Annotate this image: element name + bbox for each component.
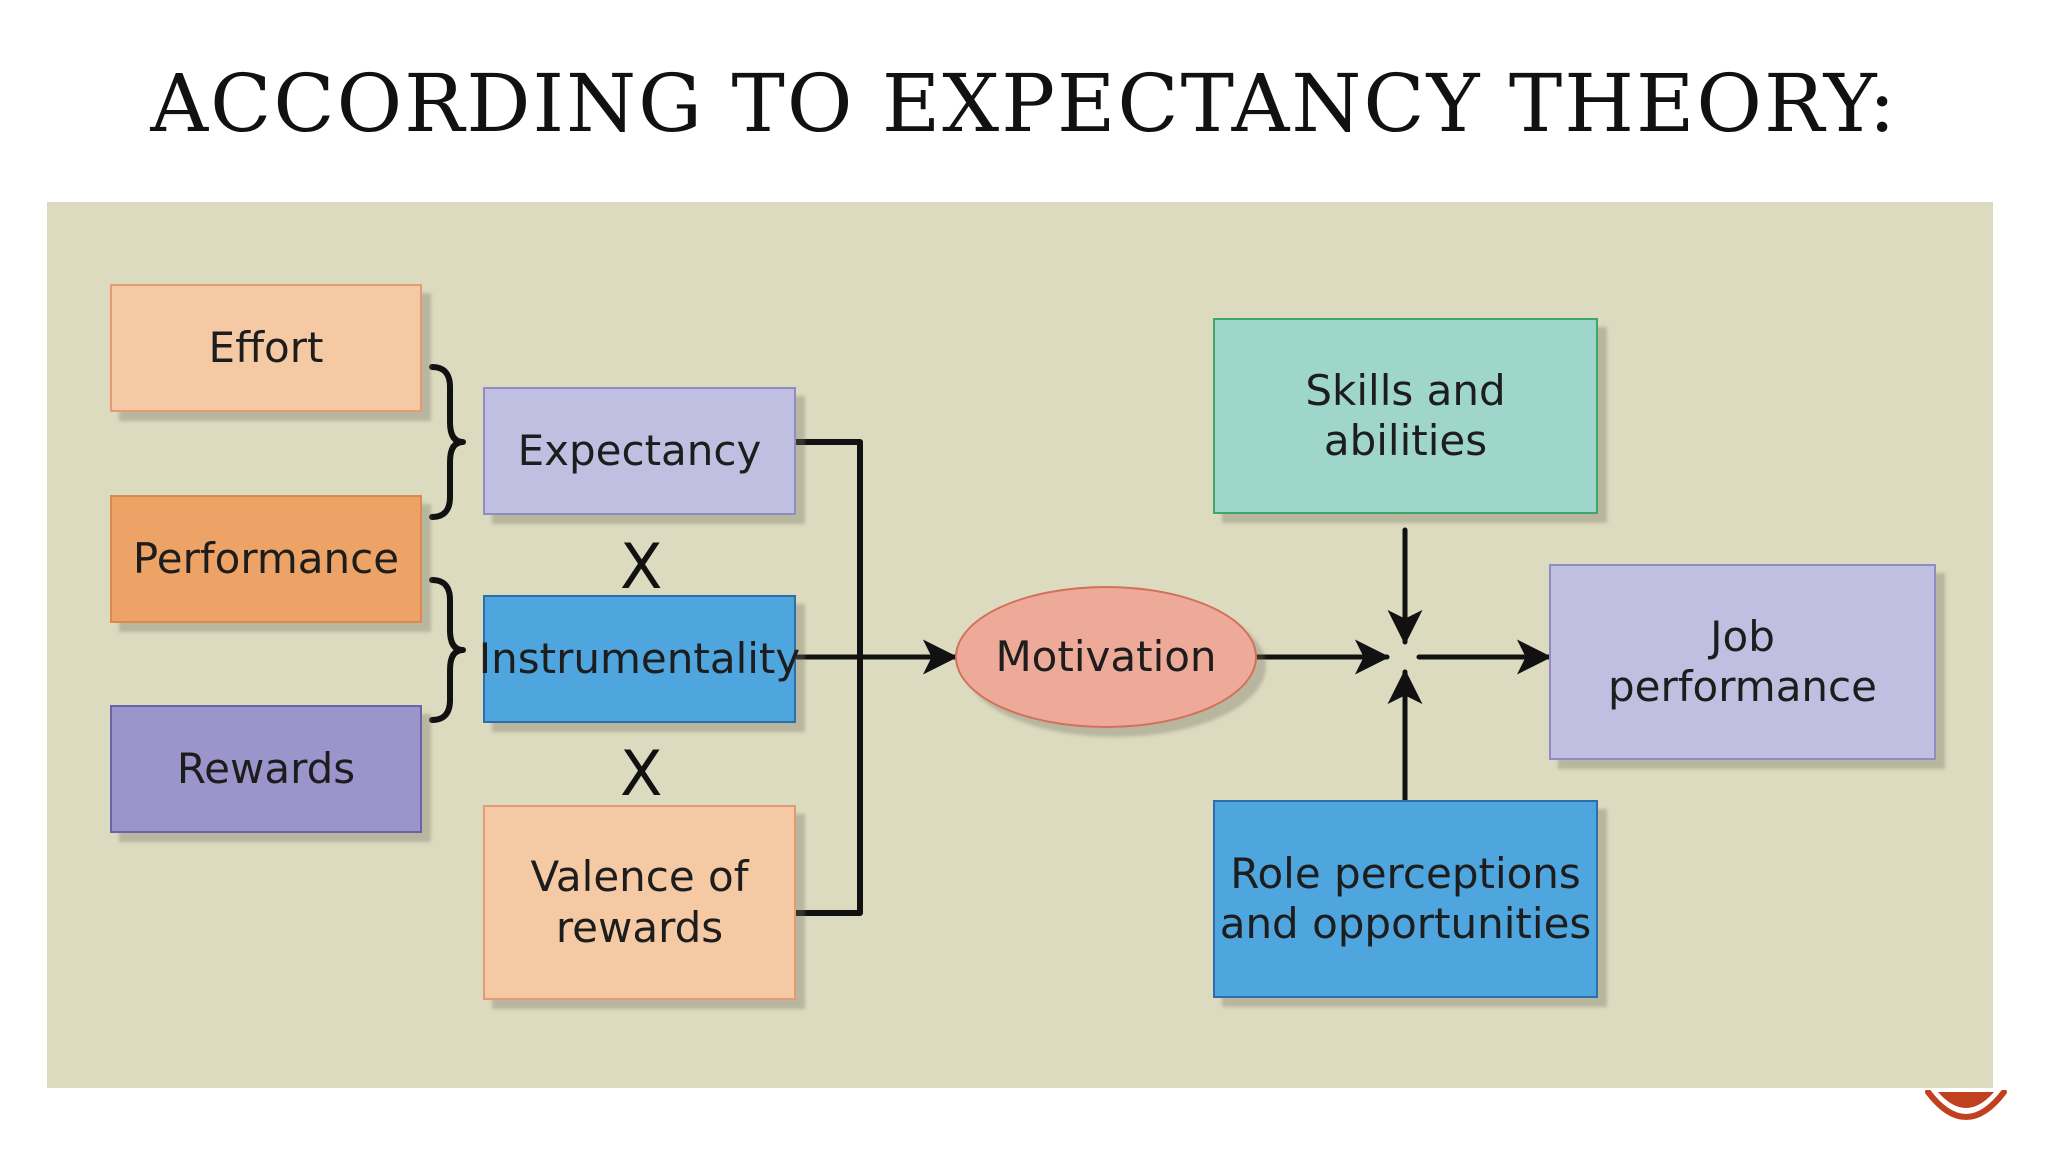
job-performance-box: Job performance xyxy=(1549,564,1936,760)
skills-label: Skills and abilities xyxy=(1305,365,1506,465)
expectancy-box: Expectancy xyxy=(483,387,796,515)
expectancy-label: Expectancy xyxy=(517,425,762,475)
rewards-label: Rewards xyxy=(176,743,356,793)
effort-label: Effort xyxy=(208,322,324,372)
valence-box: Valence of rewards xyxy=(483,805,796,1000)
job-performance-label: Job performance xyxy=(1608,611,1877,711)
rewards-box: Rewards xyxy=(110,705,422,833)
instrumentality-label: Instrumentality xyxy=(478,633,801,683)
corner-arc-decoration xyxy=(1925,1090,2007,1120)
effort-box: Effort xyxy=(110,284,422,412)
instrumentality-box: Instrumentality xyxy=(479,595,800,723)
motivation-label: Motivation xyxy=(995,631,1217,681)
diagram-connectors xyxy=(429,364,1552,916)
skills-box: Skills and abilities xyxy=(1213,318,1598,514)
role-box: Role perceptions and opportunities xyxy=(1213,800,1598,998)
performance-label: Performance xyxy=(132,533,400,583)
multiply-sign-2: X xyxy=(620,737,663,810)
diagram-panel: Effort Performance Rewards Expectancy X … xyxy=(47,202,1993,1088)
slide-title: ACCORDING TO EXPECTANCY THEORY: xyxy=(150,57,1898,150)
multiply-sign-1: X xyxy=(620,530,663,603)
valence-label: Valence of rewards xyxy=(530,852,749,952)
performance-box: Performance xyxy=(110,495,422,623)
role-label: Role perceptions and opportunities xyxy=(1219,848,1592,948)
brace-expectancy xyxy=(429,364,466,520)
brace-instrumentality xyxy=(429,577,466,723)
factors-bracket xyxy=(793,439,863,916)
motivation-ellipse: Motivation xyxy=(955,586,1257,728)
